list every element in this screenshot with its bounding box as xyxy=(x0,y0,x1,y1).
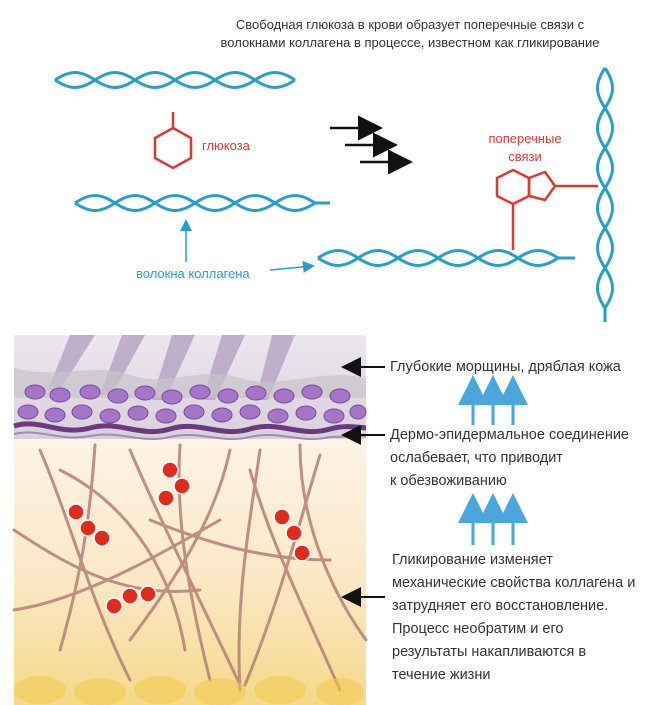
label-crosslinks: поперечные связи xyxy=(480,130,570,166)
label-glucose: глюкоза xyxy=(202,138,250,153)
text-glycation-line-5: результаты накапливаются в xyxy=(392,644,587,660)
text-glycation-line-3: затрудняет его восстановление. xyxy=(392,598,609,614)
text-junction: Дермо-эпидермальное соединение ослабевае… xyxy=(390,424,629,493)
label-crosslinks-line-1: поперечные xyxy=(488,131,562,146)
glucose-molecule xyxy=(153,112,193,170)
text-junction-line-1: Дермо-эпидермальное соединение xyxy=(390,427,629,443)
text-junction-line-2: ослабевает, что приводит xyxy=(390,450,563,466)
collagen-fiber-3 xyxy=(317,249,575,267)
text-glycation: Гликирование изменяет механические свойс… xyxy=(392,549,635,687)
label-crosslinks-line-2: связи xyxy=(508,149,542,164)
up-arrows-top xyxy=(458,375,528,425)
up-arrows-bottom xyxy=(458,493,528,545)
label-collagen-fibers: волокна коллагена xyxy=(136,266,250,281)
collagen-fiber-4 xyxy=(596,67,614,322)
collagen-fiber-2 xyxy=(74,194,330,212)
reaction-arrows xyxy=(330,115,413,175)
diagram-title: Свободная глюкоза в крови образует попер… xyxy=(180,16,640,52)
fiber-pointer-right xyxy=(269,260,315,273)
dermo-epidermal-junction xyxy=(13,421,367,435)
text-glycation-line-1: Гликирование изменяет xyxy=(392,552,553,568)
title-line-1: Свободная глюкоза в крови образует попер… xyxy=(235,17,585,32)
text-glycation-line-6: течение жизни xyxy=(392,667,491,683)
collagen-fiber-1 xyxy=(54,71,296,89)
text-wrinkles: Глубокие морщины, дряблая кожа xyxy=(390,359,621,375)
text-glycation-line-2: механические свойства коллагена и xyxy=(392,575,636,591)
text-junction-line-3: к обезвоживанию xyxy=(390,473,507,489)
skin-illustration xyxy=(12,335,368,705)
title-line-2: волокнами коллагена в процессе, известно… xyxy=(220,35,600,50)
text-glycation-line-4: Процесс необратим и его xyxy=(392,621,564,637)
crosslink-molecule xyxy=(495,168,598,250)
